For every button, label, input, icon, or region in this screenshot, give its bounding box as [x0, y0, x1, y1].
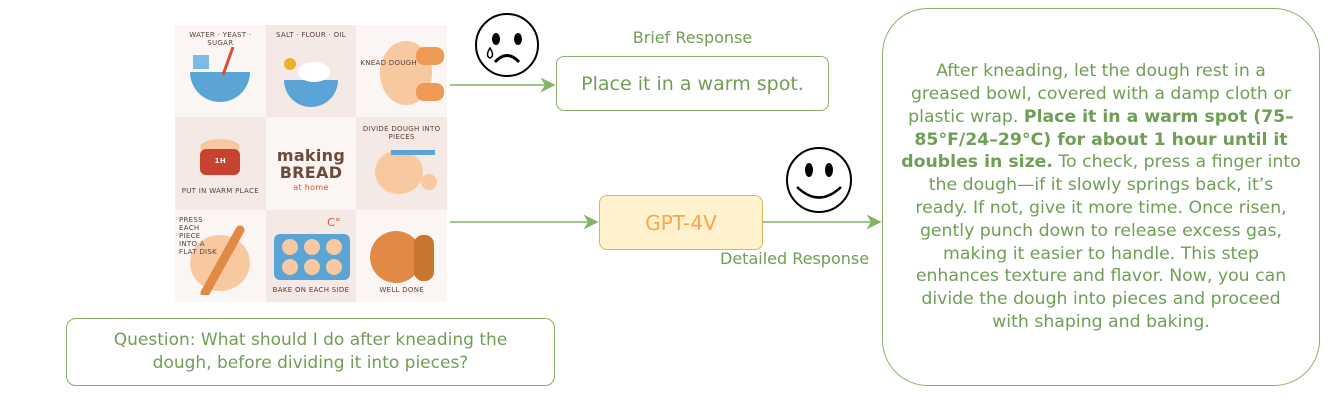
- tile-label: divide dough into pieces: [362, 125, 441, 142]
- highlighted-answer: Place it in a warm spot (75–85°F/24–29°C…: [901, 106, 1294, 173]
- tile-label: press each piece into a flat disk: [179, 215, 218, 256]
- brief-response-text: Place it in a warm spot.: [581, 72, 804, 95]
- tile-done: well done: [356, 209, 447, 302]
- tile-label: bake on each side: [272, 285, 350, 294]
- question-box: Question: What should I do after kneadin…: [66, 318, 555, 386]
- model-label: GPT-4V: [645, 210, 717, 235]
- making-bread-image: water · yeast · sugar salt · flour · oil…: [175, 25, 447, 302]
- tile-divide: divide dough into pieces: [356, 117, 447, 210]
- detailed-response-text: After kneading, let the dough rest in a …: [901, 61, 1301, 332]
- tile-label: put in warm place: [181, 187, 259, 196]
- tile-bake: C° bake on each side: [265, 209, 357, 302]
- tile-label: knead dough: [360, 59, 417, 67]
- brief-response-box: Place it in a warm spot.: [556, 56, 829, 111]
- tile-knead: knead dough: [356, 25, 447, 118]
- tile-label: salt · flour · oil: [276, 31, 346, 39]
- happy-face-icon: [786, 147, 852, 213]
- brief-response-caption: Brief Response: [632, 28, 753, 47]
- tile-label: water · yeast · sugar: [189, 31, 252, 47]
- tile-label: well done: [379, 285, 424, 294]
- sad-face-icon: [475, 13, 539, 77]
- tile-warm-place: 1h put in warm place: [175, 117, 266, 210]
- question-text: Question: What should I do after kneadin…: [113, 330, 508, 373]
- tile-badge: 1h: [214, 157, 226, 166]
- tile-badge: C°: [327, 215, 341, 229]
- tile-mix: water · yeast · sugar: [175, 25, 266, 118]
- tile-ingredients: salt · flour · oil: [265, 25, 357, 118]
- gpt-4v-model-box: GPT-4V: [599, 195, 763, 250]
- detailed-response-caption: Detailed Response: [720, 249, 870, 268]
- image-subtitle: at home: [293, 183, 329, 193]
- tile-press: press each piece into a flat disk: [175, 209, 266, 302]
- detailed-response-box: After kneading, let the dough rest in a …: [882, 8, 1320, 386]
